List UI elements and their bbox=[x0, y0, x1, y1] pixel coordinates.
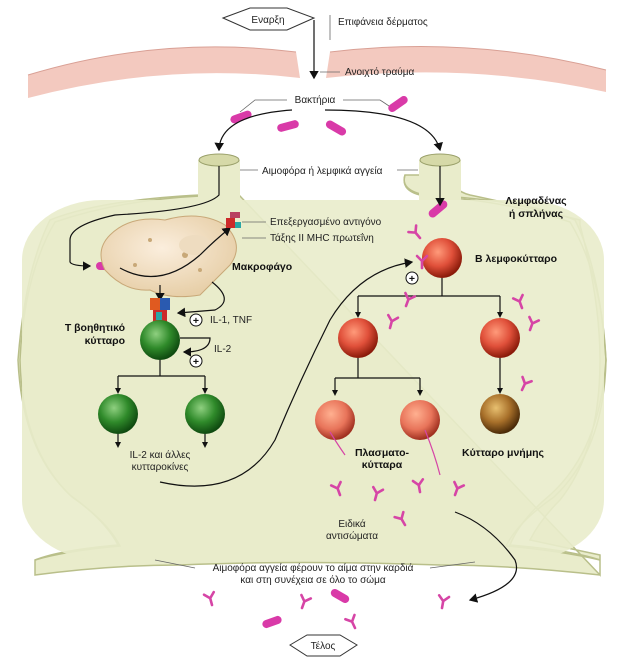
helper-t-label-1: Τ βοηθητικό bbox=[65, 322, 125, 334]
b-lymphocyte bbox=[407, 224, 462, 278]
processed-antigen-label: Επεξεργασμένο αντιγόνο bbox=[270, 216, 382, 228]
svg-text:+: + bbox=[193, 315, 199, 327]
cytokines-label-2: κυτταροκίνες bbox=[132, 461, 189, 473]
end-label: Τέλος bbox=[311, 640, 336, 652]
skin-surface bbox=[27, 45, 607, 98]
right-vessel-opening bbox=[419, 153, 461, 167]
il2-label: IL-2 bbox=[214, 344, 232, 355]
helper-t-label-2: κύτταρο bbox=[85, 335, 125, 347]
il1-tnf-label: IL-1, TNF bbox=[210, 315, 252, 326]
circulating-antibodies bbox=[202, 590, 451, 632]
memory-cell bbox=[480, 394, 520, 434]
svg-text:+: + bbox=[409, 273, 415, 285]
start-marker: Εναρξη bbox=[221, 7, 316, 31]
memory-cell-label: Κύτταρο μνήμης bbox=[462, 447, 545, 459]
skin-surface-label: Επιφάνεια δέρματος bbox=[338, 16, 428, 28]
plasma-cell-2 bbox=[400, 400, 441, 476]
left-vessel-opening bbox=[198, 153, 240, 167]
helper-t-cell-clone-1 bbox=[98, 394, 138, 434]
mhc-protein-icon bbox=[226, 212, 241, 228]
bloodstream-label-1: Αιμοφόρα αγγεία φέρουν το αίμα στην καρδ… bbox=[213, 562, 414, 574]
macrophage bbox=[100, 215, 237, 298]
lymph-node-label-1: Λεμφαδένας bbox=[505, 195, 567, 207]
cytokines-label-1: IL-2 και άλλες bbox=[130, 449, 191, 461]
bacteria-label: Βακτήρια bbox=[295, 94, 336, 106]
svg-text:+: + bbox=[193, 356, 199, 368]
plasma-cell-1 bbox=[315, 400, 355, 456]
vessels-label: Αιμοφόρα ή λεμφικά αγγεία bbox=[262, 165, 383, 177]
antibodies-label-2: αντισώματα bbox=[326, 530, 378, 542]
plus-icon-1: + bbox=[189, 313, 203, 327]
antibodies-label-1: Ειδικά bbox=[338, 518, 366, 530]
plus-icon-2: + bbox=[189, 354, 203, 368]
plus-icon-3: + bbox=[405, 271, 419, 285]
helper-t-cell bbox=[140, 320, 180, 360]
b-lymphocyte-label: Β λεμφοκύτταρο bbox=[475, 253, 557, 265]
start-label: Εναρξη bbox=[251, 15, 284, 26]
lymph-node-label-2: ή σπλήνας bbox=[509, 208, 564, 220]
mhc-class2-label: Τάξης II MHC πρωτεΐνη bbox=[270, 232, 374, 244]
tcr-mhc-synapse-icon bbox=[150, 298, 170, 322]
bloodstream-label-2: και στη συνέχεια σε όλο το σώμα bbox=[240, 574, 386, 586]
plasma-cells-label-1: Πλασματο- bbox=[355, 447, 410, 459]
b-cell-clone-1 bbox=[338, 313, 400, 358]
open-wound-label: Ανοιχτό τραύμα bbox=[345, 66, 414, 78]
macrophage-label: Μακροφάγο bbox=[232, 261, 292, 273]
circulating-bacteria bbox=[262, 589, 350, 629]
b-cell-clone-2 bbox=[480, 315, 541, 358]
end-marker: Τέλος bbox=[289, 634, 358, 657]
helper-t-cell-clone-2 bbox=[185, 394, 225, 434]
plasma-cells-label-2: κύτταρα bbox=[362, 459, 403, 471]
